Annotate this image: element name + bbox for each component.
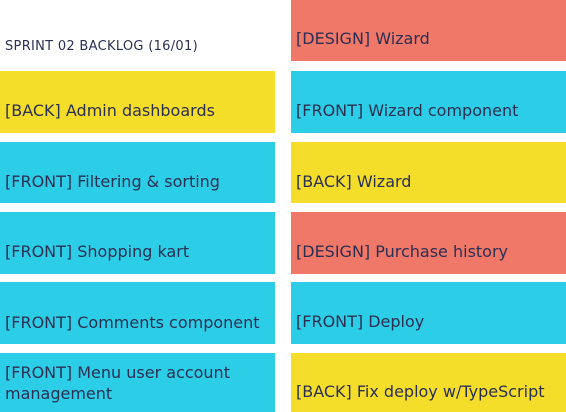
card-label: [FRONT] Wizard component xyxy=(296,101,519,120)
card-front-menu-user-account[interactable]: [FRONT] Menu user account management xyxy=(0,353,275,412)
card-label: [FRONT] Deploy xyxy=(296,312,425,331)
card-label: [FRONT] Filtering & sorting xyxy=(5,172,220,191)
card-label: [DESIGN] Purchase history xyxy=(296,242,509,261)
card-label: [BACK] Wizard xyxy=(296,172,412,191)
card-design-wizard[interactable]: [DESIGN] Wizard xyxy=(291,0,566,61)
card-label: [FRONT] Menu user account management xyxy=(5,363,230,403)
card-label: [DESIGN] Wizard xyxy=(296,29,430,48)
card-label: [BACK] Admin dashboards xyxy=(5,101,215,120)
card-back-wizard[interactable]: [BACK] Wizard xyxy=(291,142,566,203)
card-front-deploy[interactable]: [FRONT] Deploy xyxy=(291,282,566,344)
card-front-comments-component[interactable]: [FRONT] Comments component xyxy=(0,282,275,344)
backlog-title: SPRINT 02 BACKLOG (16/01) xyxy=(5,39,198,54)
card-back-fix-deploy[interactable]: [BACK] Fix deploy w/TypeScript xyxy=(291,353,566,412)
card-label: [FRONT] Comments component xyxy=(5,313,260,332)
card-front-filtering-sorting[interactable]: [FRONT] Filtering & sorting xyxy=(0,142,275,203)
card-design-purchase-history[interactable]: [DESIGN] Purchase history xyxy=(291,212,566,274)
card-label: [BACK] Fix deploy w/TypeScript xyxy=(296,382,545,401)
card-front-shopping-kart[interactable]: [FRONT] Shopping kart xyxy=(0,212,275,274)
card-back-admin-dashboards[interactable]: [BACK] Admin dashboards xyxy=(0,71,275,133)
card-front-wizard-component[interactable]: [FRONT] Wizard component xyxy=(291,71,566,133)
card-label: [FRONT] Shopping kart xyxy=(5,242,190,261)
